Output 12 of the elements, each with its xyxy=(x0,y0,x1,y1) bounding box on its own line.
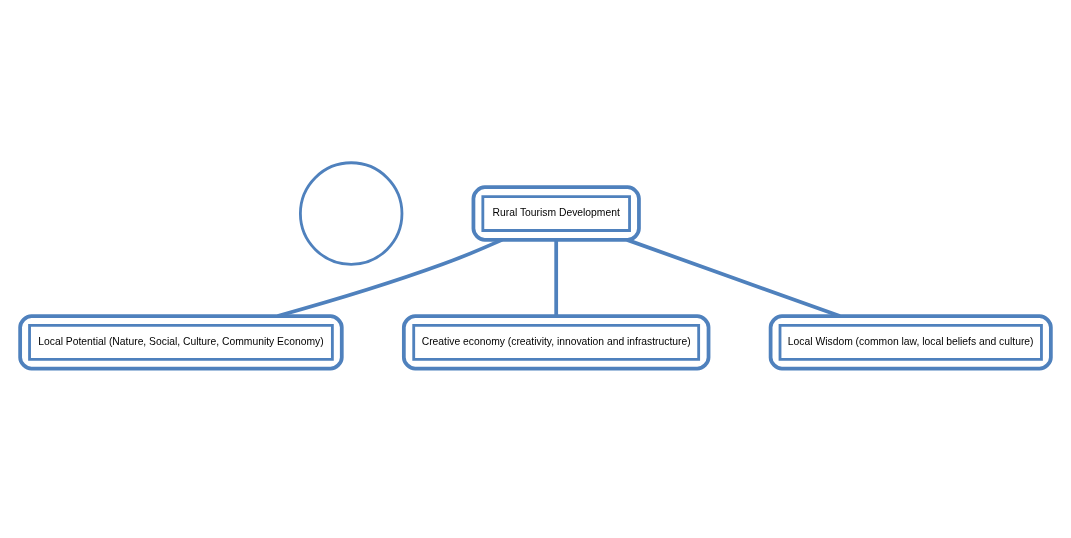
connector xyxy=(277,237,503,318)
node-box: Local Wisdom (common law, local beliefs and culture) xyxy=(778,323,1043,361)
node-box: Rural Tourism Development xyxy=(481,194,631,232)
cluster xyxy=(768,313,1053,371)
cluster xyxy=(18,313,344,371)
node-circle xyxy=(298,160,404,266)
node-box: Local Potential (Nature, Social, Culture, Community Economy) xyxy=(28,323,334,361)
connector xyxy=(626,237,841,318)
node-box: Creative economy (creativity, innovation and infrastructure) xyxy=(412,323,701,361)
cluster xyxy=(401,313,711,371)
connector xyxy=(554,239,559,316)
cluster xyxy=(471,184,641,242)
